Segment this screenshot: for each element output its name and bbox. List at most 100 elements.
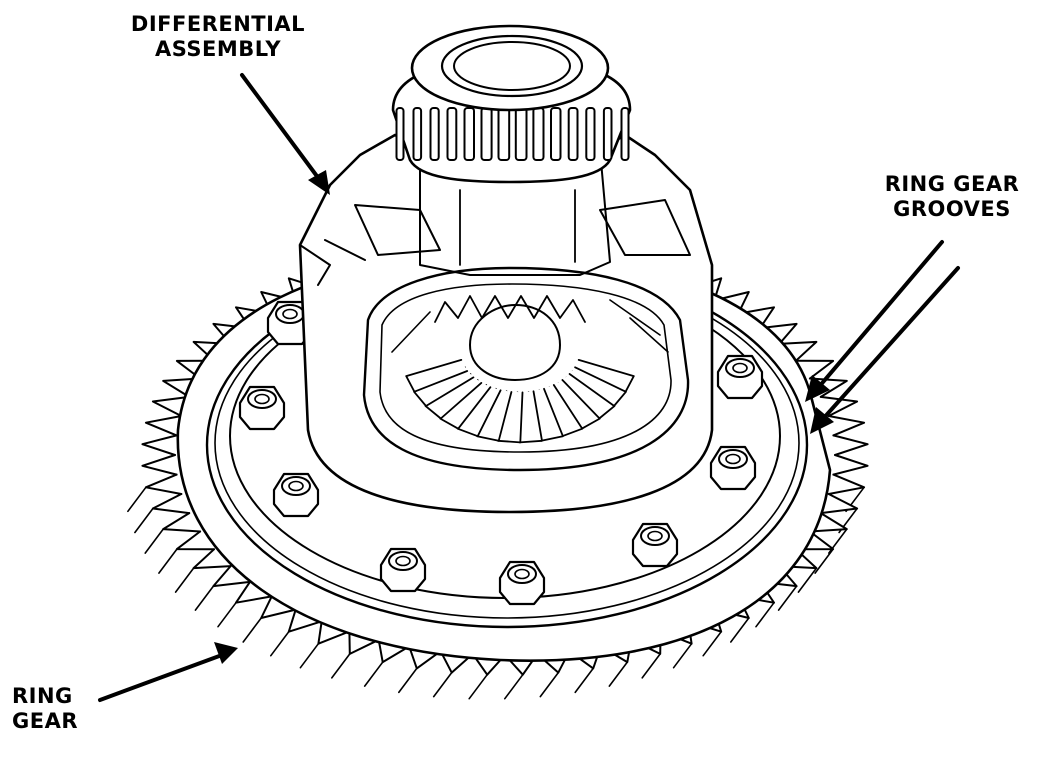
case-neck (419, 149, 611, 276)
bolt-end (725, 453, 741, 465)
ring-gear-tooth-face (574, 667, 595, 694)
ring-gear-tooth-face (641, 653, 662, 679)
ring-gear-tooth (827, 473, 866, 495)
ring-gear-tooth-face (432, 671, 453, 698)
ring-gear-tooth-face (242, 617, 263, 643)
label-ring-gear-grooves: RING GEAR GROOVES (872, 172, 1032, 222)
ring-gear-tooth-face (158, 548, 178, 574)
flange-bolt (379, 547, 427, 593)
ring-gear-tooth (144, 415, 183, 437)
bearing-roller (514, 107, 528, 161)
ring-gear-tooth-face (755, 601, 775, 628)
bolt-end (395, 555, 411, 567)
ring-gear-tooth-face (539, 671, 560, 698)
flange-bolt (709, 445, 757, 491)
label-ring-line2: GEAR (12, 709, 79, 733)
bolt-end (288, 480, 304, 492)
bolt-washer (281, 476, 311, 496)
ring-gear-tooth-face (217, 601, 237, 628)
bearing-roller (463, 107, 475, 161)
ring-gear-tooth-face (814, 548, 834, 574)
ring-gear-tooth-face (299, 642, 320, 669)
ring-gear-tooth-face (702, 630, 723, 657)
bolt-washer (718, 449, 748, 469)
label-ring-gear: RING GEAR (12, 684, 102, 734)
ring-gear-tooth-face (363, 661, 384, 687)
bolt-end (514, 568, 530, 580)
bearing-roller (532, 107, 545, 161)
label-differential-line1: DIFFERENTIAL (130, 12, 306, 36)
flange-bolt (631, 522, 679, 568)
case-neck-center (459, 189, 576, 266)
case-rib-left (299, 204, 441, 286)
ring-gear-tooth-face (608, 661, 629, 687)
ring-gear-tooth-face (729, 617, 750, 643)
arrow-ring-gear-grooves-1 (805, 240, 944, 402)
bolt-end (254, 393, 270, 405)
bearing-roller (446, 107, 458, 161)
ring-gear-tooth-face (269, 630, 290, 657)
ring-gear-tooth-face (330, 653, 351, 679)
ring-gear-tooth-face (127, 486, 147, 513)
arrow-differential-assembly (240, 73, 330, 195)
bearing-bore (453, 41, 571, 91)
side-gear-edge (391, 299, 669, 353)
ring-gear-tooth-face (672, 642, 693, 669)
ring-gear-tooth (778, 340, 818, 362)
label-ring-line1: RING (12, 684, 73, 708)
bolt-washer (247, 389, 277, 409)
ring-gear-tooth (144, 473, 183, 495)
case-window-inner (379, 283, 672, 453)
bolt-washer (507, 564, 537, 584)
label-grooves-line1: RING GEAR (884, 172, 1020, 196)
ring-gear-tooth (795, 359, 835, 380)
ring-gear-tooth-face (797, 567, 818, 593)
ring-gear-tooth (151, 493, 191, 515)
side-gear-tooth (405, 359, 469, 393)
bearing-roller (620, 107, 630, 161)
flange-bolt (716, 354, 764, 400)
ring-gear-tooth-face (134, 507, 154, 534)
bolt-washer (640, 526, 670, 546)
side-gear (391, 299, 669, 444)
bolt-end (282, 308, 298, 320)
bolt-end (647, 530, 663, 542)
ring-gear-tooth-face (503, 673, 524, 700)
arrow-ring-gear (98, 642, 238, 702)
bolt-washer (725, 358, 755, 378)
ring-gear-tooth (141, 434, 178, 456)
bearing-roller (480, 107, 493, 161)
ring-gear-tooth (832, 454, 869, 476)
ring-gear-tooth-face (468, 673, 489, 700)
ring-gear-tooth-face (397, 667, 418, 694)
label-grooves-line2: GROOVES (893, 197, 1011, 221)
ring-gear-tooth (141, 454, 178, 476)
flange-bolt (272, 472, 320, 518)
bearing-cup-inner (440, 34, 584, 98)
label-differential-line2: ASSEMBLY (154, 37, 282, 61)
bearing-roller (602, 107, 613, 161)
bearing-roller (550, 107, 562, 161)
ring-gear-tooth-face (174, 567, 195, 593)
flange-bolt (238, 385, 286, 431)
flange-bolt (498, 560, 546, 606)
pinion-gear-teeth (434, 295, 586, 323)
bearing-roller (585, 107, 596, 161)
pinion-gear (469, 304, 561, 381)
ring-gear-tooth (832, 434, 869, 456)
bearing-roller (395, 107, 405, 161)
bolt-end (732, 362, 748, 374)
bearing-roller (429, 107, 440, 161)
ring-gear-tooth-face (194, 585, 215, 611)
bearing-roller (567, 107, 579, 161)
ring-gear-tooth-face (144, 528, 164, 554)
case-rib-right (599, 189, 713, 266)
arrow-ring-gear-grooves-2 (810, 266, 960, 434)
bearing-roller (497, 107, 511, 161)
bearing-roller (412, 107, 423, 161)
ring-gear-tooth-face (777, 585, 798, 611)
ring-gear-tooth (827, 415, 866, 437)
bolt-washer (388, 551, 418, 571)
